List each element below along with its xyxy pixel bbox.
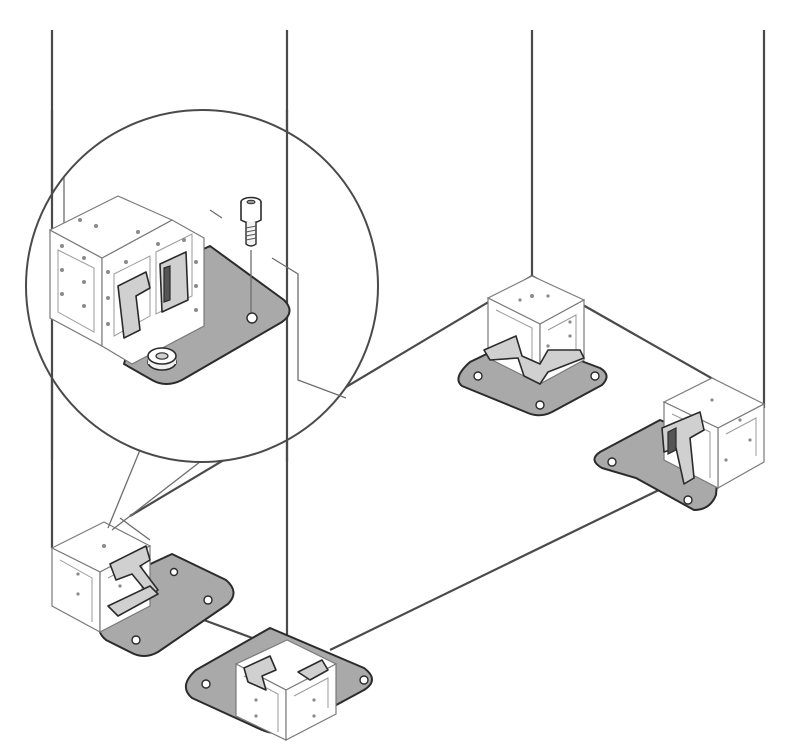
plate-hole — [683, 495, 693, 505]
perforation — [94, 224, 98, 228]
detail-profile-top — [48, 195, 174, 259]
detail-profile-window — [57, 249, 95, 333]
plate-hole — [535, 400, 545, 410]
perforation — [106, 296, 110, 300]
perforation — [546, 344, 550, 348]
perforation — [518, 298, 522, 302]
perforation — [106, 322, 110, 326]
mounting-bracket — [107, 585, 159, 617]
perforation — [76, 572, 80, 576]
detail-frame-edge — [209, 209, 223, 219]
perforation — [738, 418, 742, 422]
perforation — [546, 294, 550, 298]
perforation — [106, 270, 110, 274]
perforation — [568, 334, 572, 338]
perforation — [136, 230, 140, 234]
detail-profile-window — [155, 233, 193, 315]
perforation — [194, 308, 198, 312]
mounting-bracket — [297, 659, 329, 681]
detail-profile-window — [113, 255, 151, 337]
perforation — [710, 398, 714, 402]
plate-hole — [203, 595, 213, 605]
perforation — [568, 320, 572, 324]
plate-hole — [607, 457, 617, 467]
perforation — [82, 304, 86, 308]
bracket-slot — [667, 427, 677, 455]
perforation — [60, 268, 64, 272]
callout-leader-line — [111, 457, 206, 531]
plate-hole — [359, 675, 369, 685]
perforation — [82, 280, 86, 284]
corner-front-right — [593, 377, 766, 511]
bolt-icon — [240, 196, 262, 247]
perforation — [60, 292, 64, 296]
mounting-bracket — [483, 335, 585, 385]
plate-hole — [169, 567, 179, 577]
perforation — [254, 698, 258, 702]
perforation — [118, 584, 122, 588]
perforation — [724, 458, 728, 462]
perforation — [194, 284, 198, 288]
perforation — [82, 256, 86, 260]
perforation — [156, 242, 160, 246]
frame-rail-link — [119, 517, 151, 541]
plate-hole — [473, 371, 483, 381]
perforation — [254, 714, 258, 718]
perforation — [78, 218, 82, 222]
plate-hole — [131, 635, 141, 645]
mounting-bracket — [109, 545, 159, 597]
perforation — [312, 714, 316, 718]
perforation — [182, 238, 186, 242]
corner-back-right — [457, 275, 608, 417]
plate-hole — [590, 371, 600, 381]
perforation — [194, 260, 198, 264]
detail-frame-edge — [271, 257, 347, 399]
corner-front-left — [185, 627, 373, 741]
callout-leader-line — [107, 449, 141, 529]
plate-hole — [201, 679, 211, 689]
perforation — [102, 544, 106, 548]
perforation — [124, 260, 128, 264]
detail-plate-hole — [246, 312, 258, 324]
perforation — [312, 698, 316, 702]
mounting-bracket — [243, 655, 277, 691]
detail-bracket-slot — [163, 265, 171, 303]
washer-icon — [147, 347, 177, 371]
corner-back-left — [50, 521, 235, 657]
detail-contents — [48, 110, 347, 462]
detail-bracket — [117, 271, 151, 339]
frame-rail-front — [329, 469, 701, 651]
perforation — [60, 244, 64, 248]
perforation — [748, 438, 752, 442]
perforation — [530, 294, 534, 298]
perforation — [76, 592, 80, 596]
